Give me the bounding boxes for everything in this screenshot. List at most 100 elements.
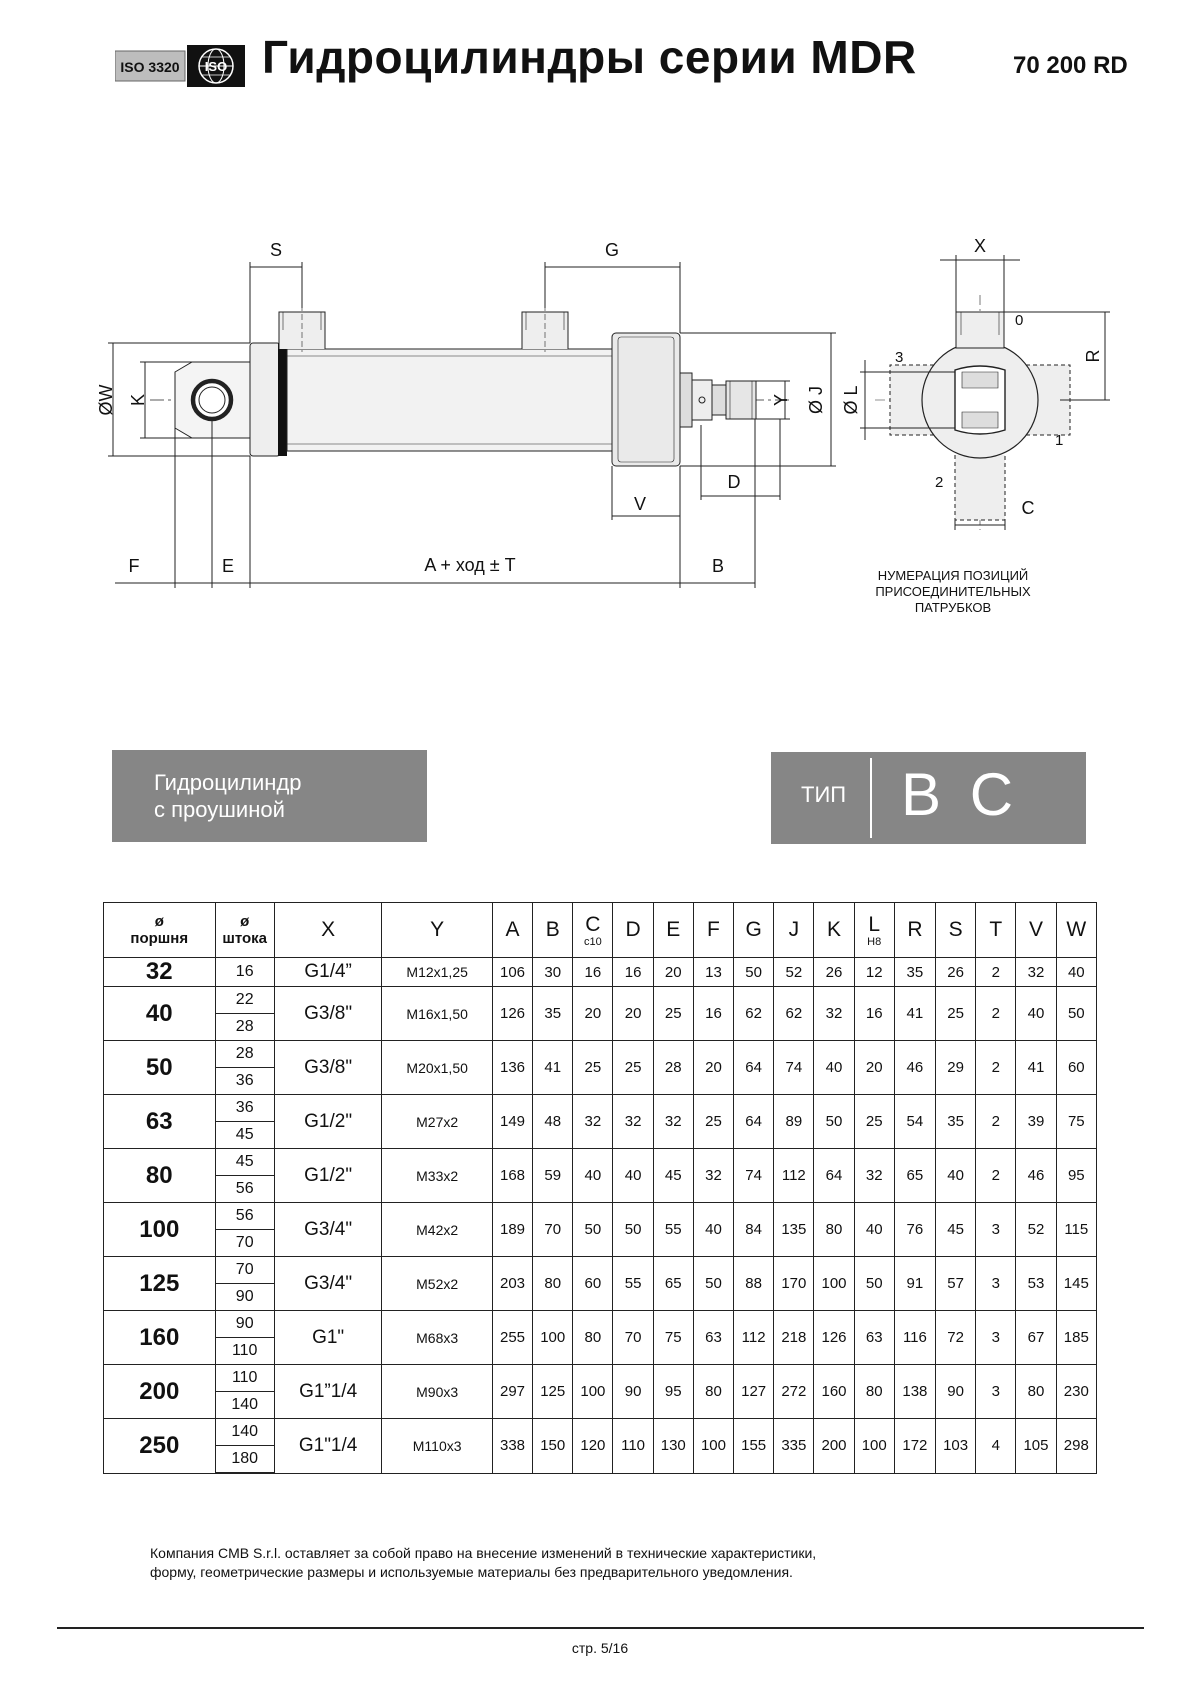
cell-rod-diameter: 90	[214, 1283, 275, 1311]
cell-y: M27x2	[381, 1094, 493, 1149]
cell-b: 150	[532, 1418, 574, 1474]
cell-y: M16x1,50	[381, 986, 493, 1041]
cell-j: 52	[773, 957, 815, 987]
cell-r: 35	[893, 957, 937, 987]
cell-a: 203	[491, 1256, 534, 1311]
cell-w: 95	[1055, 1148, 1098, 1203]
dim-x-label: X	[974, 236, 986, 256]
dim-w-label: ØW	[96, 384, 116, 415]
cell-piston-diameter: 250	[103, 1418, 216, 1474]
cell-t: 3	[975, 1364, 1017, 1419]
cell-l: 25	[853, 1094, 895, 1149]
header-e: E	[652, 902, 694, 958]
cell-l: 80	[853, 1364, 895, 1419]
cell-e: 95	[652, 1364, 694, 1419]
cell-rod-diameter: 70	[214, 1256, 275, 1284]
cell-s: 45	[934, 1202, 977, 1257]
cell-v: 53	[1015, 1256, 1057, 1311]
cell-v: 46	[1015, 1148, 1057, 1203]
cell-a: 126	[491, 986, 534, 1041]
page-title: Гидроцилиндры серии MDR	[262, 31, 917, 83]
header-r: R	[893, 902, 937, 958]
cell-t: 2	[975, 986, 1017, 1041]
cell-y: M52x2	[381, 1256, 493, 1311]
cell-c: 16	[572, 957, 614, 987]
cell-g: 155	[733, 1418, 775, 1474]
cell-g: 84	[733, 1202, 775, 1257]
type-value: B C	[901, 761, 1020, 828]
header-j: J	[773, 902, 815, 958]
cell-g: 62	[733, 986, 775, 1041]
cell-w: 145	[1055, 1256, 1098, 1311]
cell-l: 63	[853, 1310, 895, 1365]
cell-v: 67	[1015, 1310, 1057, 1365]
cell-c: 120	[572, 1418, 614, 1474]
cell-y: M110x3	[381, 1418, 493, 1474]
cell-v: 52	[1015, 1202, 1057, 1257]
cell-rod-diameter: 56	[214, 1202, 275, 1230]
cell-f: 63	[692, 1310, 735, 1365]
description-line-2: с проушиной	[154, 797, 285, 822]
cell-t: 3	[975, 1256, 1017, 1311]
cell-b: 80	[532, 1256, 574, 1311]
cell-k: 32	[813, 986, 855, 1041]
cell-e: 45	[652, 1148, 694, 1203]
cell-v: 105	[1015, 1418, 1057, 1474]
header-t: T	[975, 902, 1017, 958]
cell-d: 25	[612, 1040, 654, 1095]
cell-r: 65	[893, 1148, 937, 1203]
disclaimer-line-2: форму, геометрические размеры и использу…	[150, 1564, 793, 1580]
dim-a-label: A + ход ± T	[424, 555, 515, 575]
cell-a: 255	[491, 1310, 534, 1365]
port-number-0: 0	[1015, 312, 1023, 329]
cell-y: M20x1,50	[381, 1040, 493, 1095]
cell-l: 32	[853, 1148, 895, 1203]
type-label: ТИП	[801, 782, 847, 807]
dim-c-label: C	[1022, 498, 1035, 518]
header-x: X	[273, 902, 383, 958]
cell-e: 25	[652, 986, 694, 1041]
cell-r: 91	[893, 1256, 937, 1311]
table-row: 36	[104, 1067, 1097, 1095]
cell-rod-diameter: 56	[214, 1175, 275, 1203]
cell-x: G1"	[273, 1310, 383, 1365]
cell-f: 13	[692, 957, 735, 987]
cell-g: 64	[733, 1040, 775, 1095]
cell-rod-diameter: 28	[214, 1040, 275, 1068]
cell-piston-diameter: 50	[103, 1040, 216, 1095]
cell-piston-diameter: 63	[103, 1094, 216, 1149]
cell-x: G3/4"	[273, 1256, 383, 1311]
cell-s: 26	[934, 957, 977, 987]
table-row: 180	[104, 1445, 1097, 1474]
port-number-2: 2	[935, 474, 943, 491]
cell-piston-diameter: 80	[103, 1148, 216, 1203]
cell-v: 80	[1015, 1364, 1057, 1419]
cell-a: 338	[491, 1418, 534, 1474]
cell-y: M42x2	[381, 1202, 493, 1257]
cell-f: 20	[692, 1040, 735, 1095]
header-f: F	[692, 902, 735, 958]
description-line-1: Гидроцилиндр	[154, 770, 302, 795]
cell-r: 116	[893, 1310, 937, 1365]
port-number-1: 1	[1055, 432, 1063, 449]
table-row: 70	[104, 1229, 1097, 1257]
cell-rod-diameter: 180	[214, 1445, 275, 1474]
cell-j: 74	[773, 1040, 815, 1095]
cell-k: 80	[813, 1202, 855, 1257]
cell-rod-diameter: 36	[214, 1094, 275, 1122]
cell-y: M68x3	[381, 1310, 493, 1365]
cell-k: 100	[813, 1256, 855, 1311]
cell-c: 50	[572, 1202, 614, 1257]
cell-s: 29	[934, 1040, 977, 1095]
cell-piston-diameter: 160	[103, 1310, 216, 1365]
cell-b: 125	[532, 1364, 574, 1419]
cell-rod-diameter: 140	[214, 1391, 275, 1419]
cell-b: 100	[532, 1310, 574, 1365]
cell-d: 40	[612, 1148, 654, 1203]
